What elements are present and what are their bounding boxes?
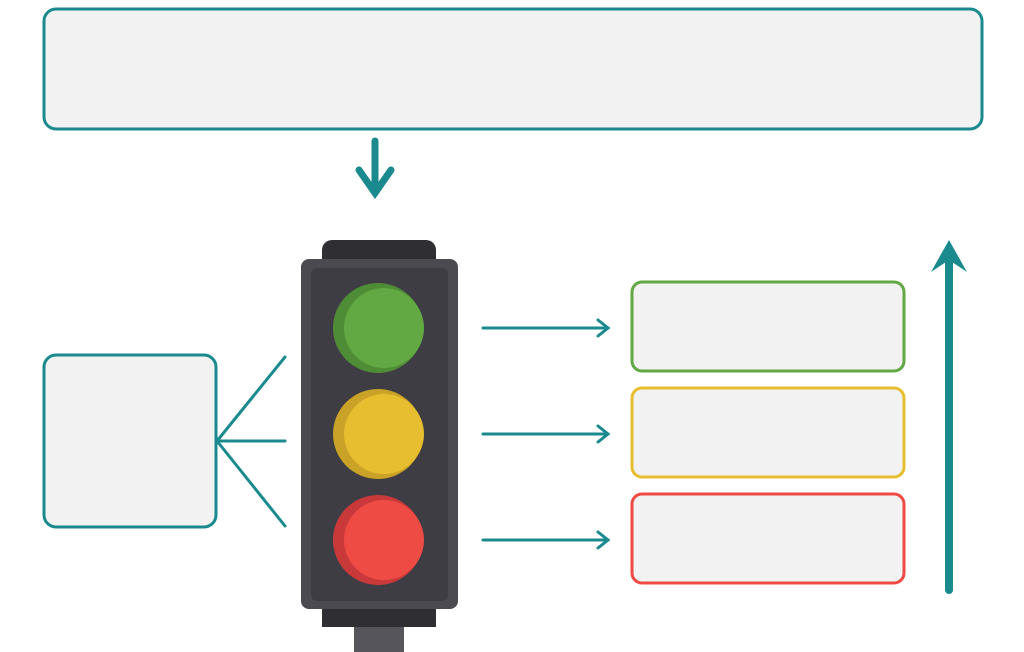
top-box (42, 7, 984, 131)
traffic-light-base (322, 606, 436, 627)
connector-line-top (215, 355, 287, 443)
connector-line-bottom (215, 439, 287, 528)
status-box-red-frame (630, 492, 906, 585)
arrow-right-icon (481, 318, 611, 338)
arrow-right-icon (481, 530, 611, 550)
status-box-yellow-frame (630, 386, 906, 479)
status-box-green-frame (630, 280, 906, 373)
status-box-yellow (630, 386, 906, 479)
arrow-right-icon (481, 424, 611, 444)
red-light (333, 495, 424, 585)
left-box-frame (42, 353, 218, 529)
top-box-frame (42, 7, 984, 131)
traffic-light-icon (301, 240, 458, 652)
arrow-down-icon (355, 137, 395, 200)
yellow-light (333, 389, 424, 479)
green-light (333, 283, 424, 373)
status-box-red (630, 492, 906, 585)
fan-connector (215, 355, 287, 528)
status-box-green (630, 280, 906, 373)
arrow-up-icon (931, 240, 967, 594)
left-box (42, 353, 218, 529)
